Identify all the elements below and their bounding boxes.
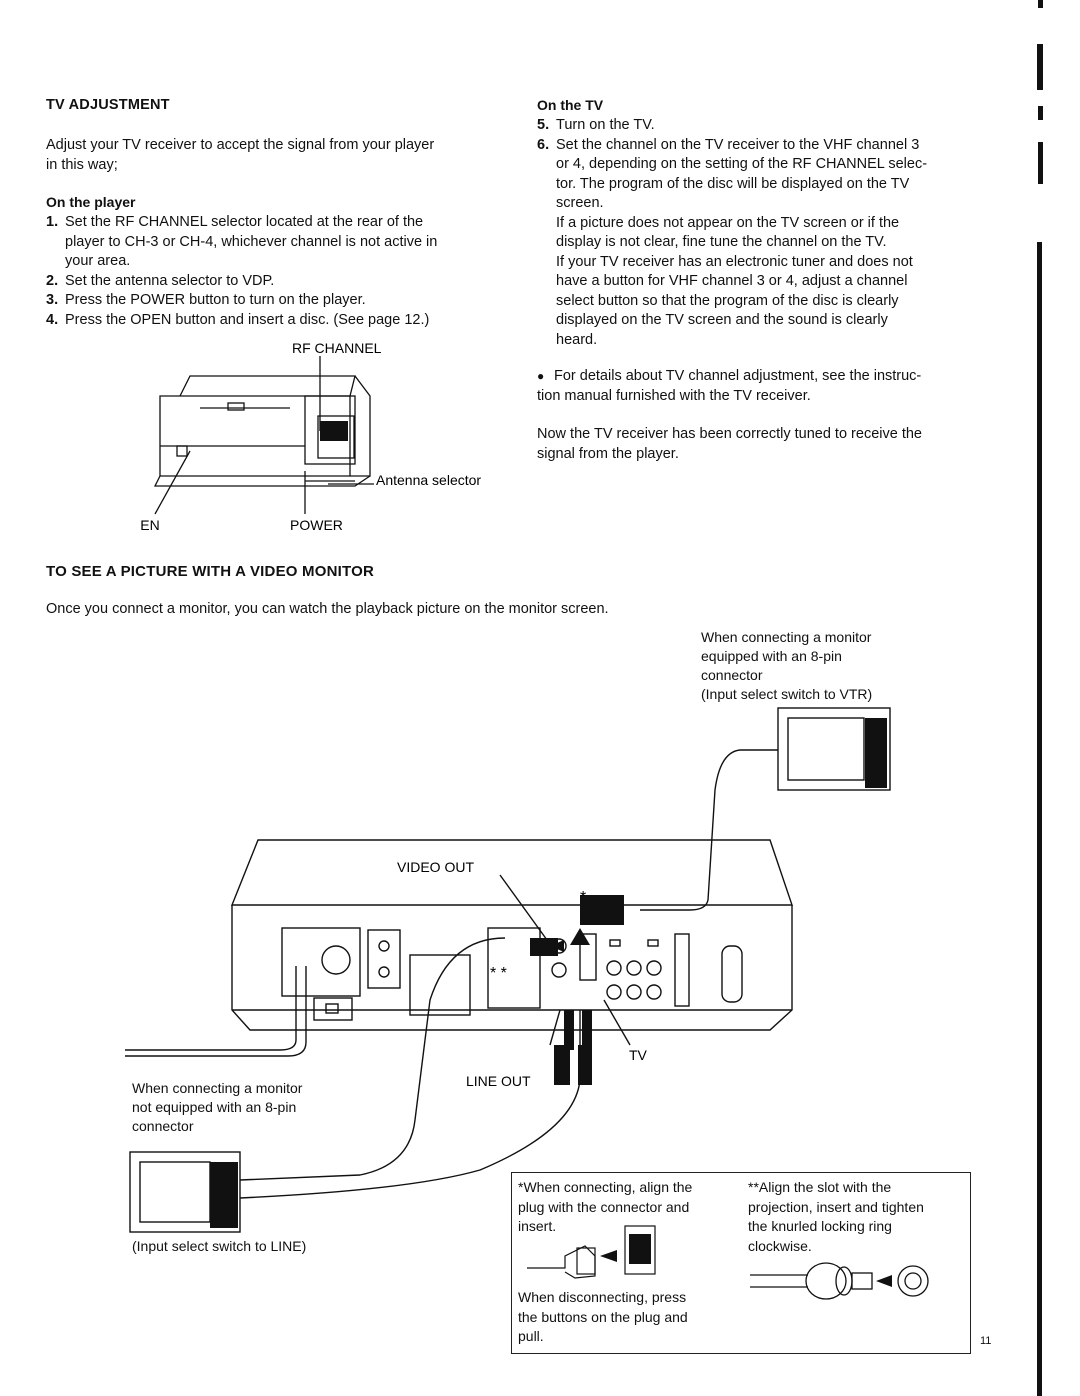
antenna-selector-label: Antenna selector bbox=[376, 472, 481, 488]
monitor-line bbox=[129, 1151, 241, 1233]
player-steps: 1. Set the RF CHANNEL selector located a… bbox=[46, 213, 506, 330]
edge-mark bbox=[1038, 0, 1043, 8]
tv-adjustment-heading: TV ADJUSTMENT bbox=[46, 97, 170, 113]
double-star-label: * * bbox=[490, 965, 507, 982]
note-star: *When connecting, align the plug with th… bbox=[518, 1179, 693, 1234]
intro-line: in this way; bbox=[46, 156, 118, 173]
notes-box bbox=[511, 1172, 971, 1354]
step-item: 5. Turn on the TV. bbox=[537, 117, 655, 133]
label-line-switch: (Input select switch to LINE) bbox=[132, 1238, 307, 1254]
page-number: 11 bbox=[980, 1335, 992, 1347]
step-item: 2. Set the antenna selector to VDP. bbox=[46, 272, 275, 289]
edge-mark bbox=[1038, 142, 1043, 184]
label-8pin: When connecting a monitor equipped with … bbox=[701, 629, 873, 702]
plug-insert-illustration bbox=[527, 1225, 656, 1279]
edge-mark bbox=[1037, 242, 1042, 1396]
intro-line: Adjust your TV receiver to accept the si… bbox=[46, 137, 435, 153]
edge-mark bbox=[1037, 44, 1043, 90]
on-tv-heading: On the TV bbox=[537, 97, 604, 113]
locking-ring-illustration bbox=[750, 1262, 929, 1300]
step-item: 6. Set the channel on the TV receiver to… bbox=[537, 136, 928, 348]
closing-text: Now the TV receiver has been correctly t… bbox=[537, 426, 922, 462]
player-front-diagram: RF CHANNEL Antenna selector OPEN POWER bbox=[140, 340, 481, 533]
power-label: POWER bbox=[290, 517, 343, 533]
label-no-8pin: When connecting a monitor not equipped w… bbox=[132, 1080, 303, 1134]
tv-steps: 5. Turn on the TV. 6. Set the channel on… bbox=[537, 116, 992, 350]
rf-channel-panel bbox=[320, 421, 348, 441]
bullet-icon: ● bbox=[537, 369, 545, 383]
video-monitor-intro: Once you connect a monitor, you can watc… bbox=[46, 601, 609, 617]
note-disconnect: When disconnecting, press the buttons on… bbox=[518, 1289, 688, 1344]
tv-label: TV bbox=[629, 1047, 648, 1063]
edge-mark bbox=[1038, 106, 1043, 120]
line-out-label: LINE OUT bbox=[466, 1073, 531, 1089]
on-player-heading: On the player bbox=[46, 194, 136, 210]
star-label: * bbox=[580, 889, 586, 906]
bullet-note: ● For details about TV channel adjustmen… bbox=[537, 368, 922, 404]
monitor-8pin bbox=[777, 707, 891, 791]
tv-adjustment-intro: Adjust your TV receiver to accept the si… bbox=[46, 136, 506, 175]
open-label: OPEN bbox=[140, 517, 160, 533]
video-out-label: VIDEO OUT bbox=[397, 859, 474, 875]
step-item: 4. Press the OPEN button and insert a di… bbox=[46, 311, 430, 328]
step-item: 3. Press the POWER button to turn on the… bbox=[46, 292, 366, 308]
rf-channel-label: RF CHANNEL bbox=[292, 340, 382, 356]
step-item: 1. Set the RF CHANNEL selector located a… bbox=[46, 214, 438, 269]
connection-diagram: VIDEO OUT * * * TV LINE OUT bbox=[125, 707, 891, 1233]
video-monitor-heading: TO SEE A PICTURE WITH A VIDEO MONITOR bbox=[46, 563, 374, 580]
note-double-star: **Align the slot with the projection, in… bbox=[748, 1179, 924, 1254]
